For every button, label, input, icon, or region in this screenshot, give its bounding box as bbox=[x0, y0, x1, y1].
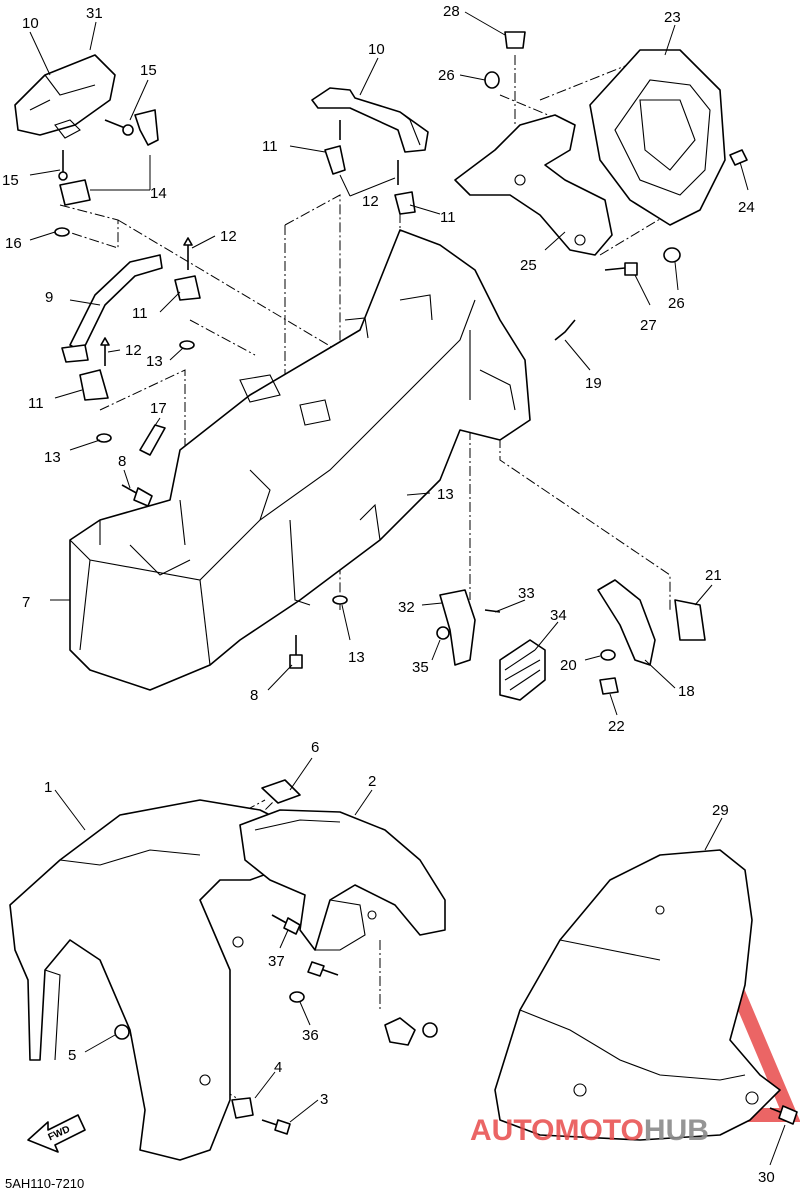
part-tail-cover bbox=[14, 54, 116, 139]
callout-10b: 10 bbox=[368, 41, 385, 58]
callout-29: 29 bbox=[712, 802, 729, 819]
part-clamp bbox=[384, 1017, 438, 1046]
part-rivet-19 bbox=[554, 319, 576, 341]
callout-26b: 26 bbox=[668, 295, 685, 312]
callout-13a: 13 bbox=[146, 353, 163, 370]
callout-28: 28 bbox=[443, 3, 460, 20]
callout-35: 35 bbox=[412, 659, 429, 676]
callout-15a: 15 bbox=[140, 62, 157, 79]
callout-14: 14 bbox=[150, 185, 167, 202]
callout-24: 24 bbox=[738, 199, 755, 216]
callout-11a: 11 bbox=[262, 138, 278, 155]
callout-30: 30 bbox=[758, 1169, 775, 1186]
leader-lines bbox=[29, 11, 786, 1166]
callout-10a: 10 bbox=[22, 15, 39, 32]
callout-1: 1 bbox=[44, 779, 52, 796]
part-bracket-14 bbox=[59, 109, 159, 206]
callout-4: 4 bbox=[274, 1059, 282, 1076]
part-bolt-28 bbox=[504, 31, 526, 49]
part-front-fender-1 bbox=[9, 799, 306, 1161]
callout-8b: 8 bbox=[250, 687, 258, 704]
callout-13b: 13 bbox=[44, 449, 61, 466]
callout-11d: 11 bbox=[28, 395, 44, 412]
part-pins-12 bbox=[100, 120, 399, 366]
callout-19: 19 bbox=[585, 375, 602, 392]
part-inner-fender-2 bbox=[239, 809, 446, 951]
callout-27: 27 bbox=[640, 317, 657, 334]
watermark-brand-part1: AUTOMOTO bbox=[470, 1114, 644, 1147]
part-bolts-24-27 bbox=[604, 149, 748, 276]
callout-20: 20 bbox=[560, 657, 577, 674]
callout-3: 3 bbox=[320, 1091, 328, 1108]
callout-33: 33 bbox=[518, 585, 535, 602]
callout-18: 18 bbox=[678, 683, 695, 700]
callout-32: 32 bbox=[398, 599, 415, 616]
callout-25: 25 bbox=[520, 257, 537, 274]
part-rear-fender-7 bbox=[69, 229, 531, 691]
part-bracket-25 bbox=[454, 114, 613, 256]
diagram-code: 5AH110-7210 bbox=[5, 1176, 84, 1191]
callout-9: 9 bbox=[45, 289, 53, 306]
part-fasteners-3-4-5 bbox=[114, 1024, 291, 1135]
part-clips-11 bbox=[79, 145, 416, 401]
callout-12a: 12 bbox=[220, 228, 237, 245]
callout-2: 2 bbox=[368, 773, 376, 790]
fwd-arrow-icon: FWD bbox=[27, 1114, 86, 1153]
watermark-brand-part2: HUB bbox=[644, 1114, 709, 1147]
watermark-text: AUTOMOTOHUB bbox=[470, 1114, 709, 1147]
callout-17: 17 bbox=[150, 400, 167, 417]
callout-37: 37 bbox=[268, 953, 285, 970]
part-17 bbox=[139, 424, 166, 456]
callout-16: 16 bbox=[5, 235, 22, 252]
part-bolt-30 bbox=[769, 1105, 798, 1125]
callout-26a: 26 bbox=[438, 67, 455, 84]
part-plate-6 bbox=[261, 779, 301, 804]
part-washers-13 bbox=[96, 340, 408, 605]
callout-11b: 11 bbox=[440, 209, 456, 226]
callout-31: 31 bbox=[86, 5, 103, 22]
callout-12b: 12 bbox=[362, 193, 379, 210]
callout-22: 22 bbox=[608, 718, 625, 735]
callout-labels: 10 31 15 15 14 16 10 11 12 11 12 9 11 12… bbox=[2, 3, 775, 1186]
callout-11c: 11 bbox=[132, 305, 148, 322]
callout-13c: 13 bbox=[348, 649, 365, 666]
part-rear-hugger-29 bbox=[494, 849, 781, 1141]
callout-8a: 8 bbox=[118, 453, 126, 470]
part-grommets-26 bbox=[484, 71, 681, 263]
part-bracket-10 bbox=[311, 87, 429, 153]
part-strap-9 bbox=[61, 254, 163, 363]
callout-6: 6 bbox=[311, 739, 319, 756]
callout-34: 34 bbox=[550, 607, 567, 624]
callout-13d: 13 bbox=[437, 486, 454, 503]
callout-23: 23 bbox=[664, 9, 681, 26]
part-washer-16 bbox=[54, 227, 70, 237]
part-cowling-stay-23 bbox=[589, 49, 726, 226]
callout-7: 7 bbox=[22, 594, 30, 611]
callout-15b: 15 bbox=[2, 172, 19, 189]
callout-21: 21 bbox=[705, 567, 722, 584]
callout-36: 36 bbox=[302, 1027, 319, 1044]
callout-5: 5 bbox=[68, 1047, 76, 1064]
callout-12c: 12 bbox=[125, 342, 142, 359]
part-screws-15 bbox=[58, 119, 134, 181]
part-reflector-bracket bbox=[436, 589, 546, 701]
part-reflector-bracket-2 bbox=[597, 579, 706, 695]
